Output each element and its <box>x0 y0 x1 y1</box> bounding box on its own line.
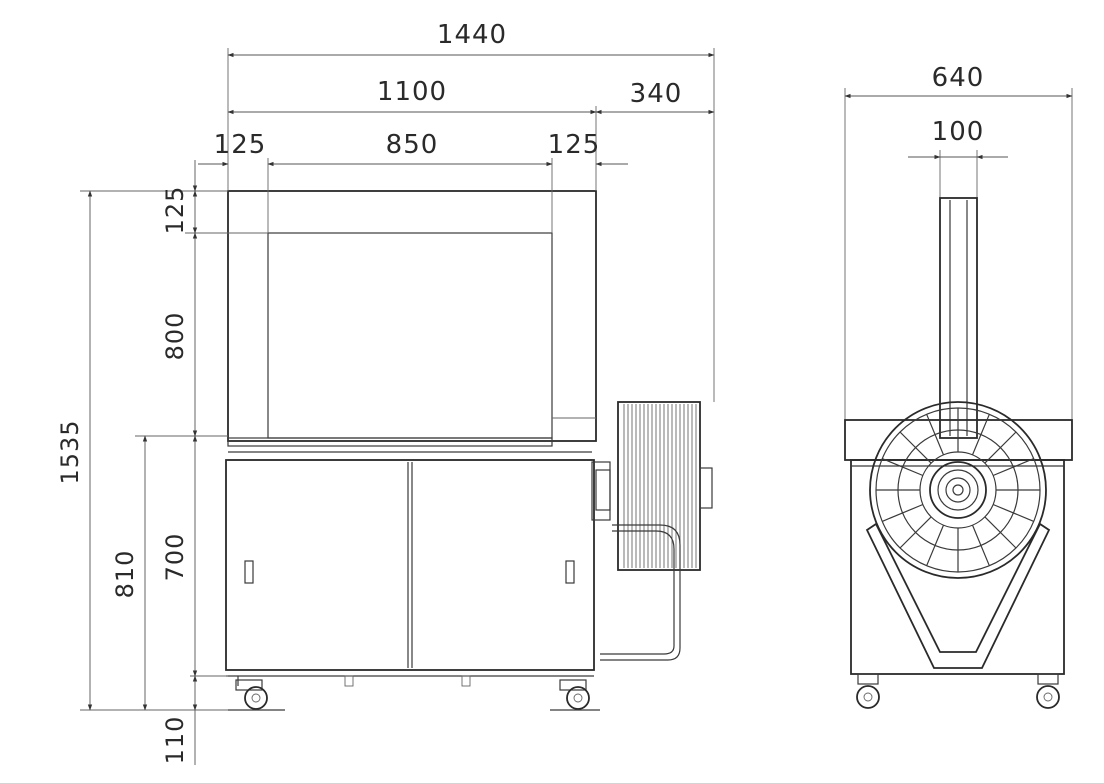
dim-caster-height: 110 <box>161 716 189 765</box>
dim-width-body: 1100 <box>377 77 447 107</box>
dim-top-gap: 125 <box>161 186 189 235</box>
dim-overall-height: 1535 <box>56 419 84 484</box>
side-reel <box>869 401 1047 579</box>
caster-left <box>228 676 285 711</box>
dim-left-offset: 125 <box>214 130 267 160</box>
dim-width-reel: 340 <box>630 79 683 109</box>
dim-work-height: 810 <box>111 550 139 599</box>
side-view: 640 100 <box>844 63 1073 709</box>
caster-right <box>550 679 600 711</box>
front-view: 1440 1100 340 125 850 125 125 800 700 15… <box>56 20 715 765</box>
dim-arch-width: 850 <box>386 130 439 160</box>
dim-table-height: 700 <box>161 533 189 582</box>
side-casters <box>856 673 1060 709</box>
cabinet <box>225 459 595 687</box>
door-handle-left <box>244 560 254 584</box>
strap-guide <box>865 522 1051 669</box>
strap-reel <box>591 401 713 661</box>
dim-width-total: 1440 <box>437 20 507 50</box>
extension-lines <box>80 48 715 711</box>
door-handle-right <box>565 560 575 584</box>
dim-side-arch-width: 100 <box>932 117 985 147</box>
dim-right-offset: 125 <box>548 130 601 160</box>
front-dimension-labels: 1440 1100 340 125 850 125 125 800 700 15… <box>56 20 683 765</box>
dim-arch-height: 800 <box>161 312 189 361</box>
dim-side-width: 640 <box>932 63 985 93</box>
horizontal-dimensions <box>198 52 715 167</box>
arch-frame <box>227 190 597 442</box>
vertical-dimensions <box>87 160 198 765</box>
